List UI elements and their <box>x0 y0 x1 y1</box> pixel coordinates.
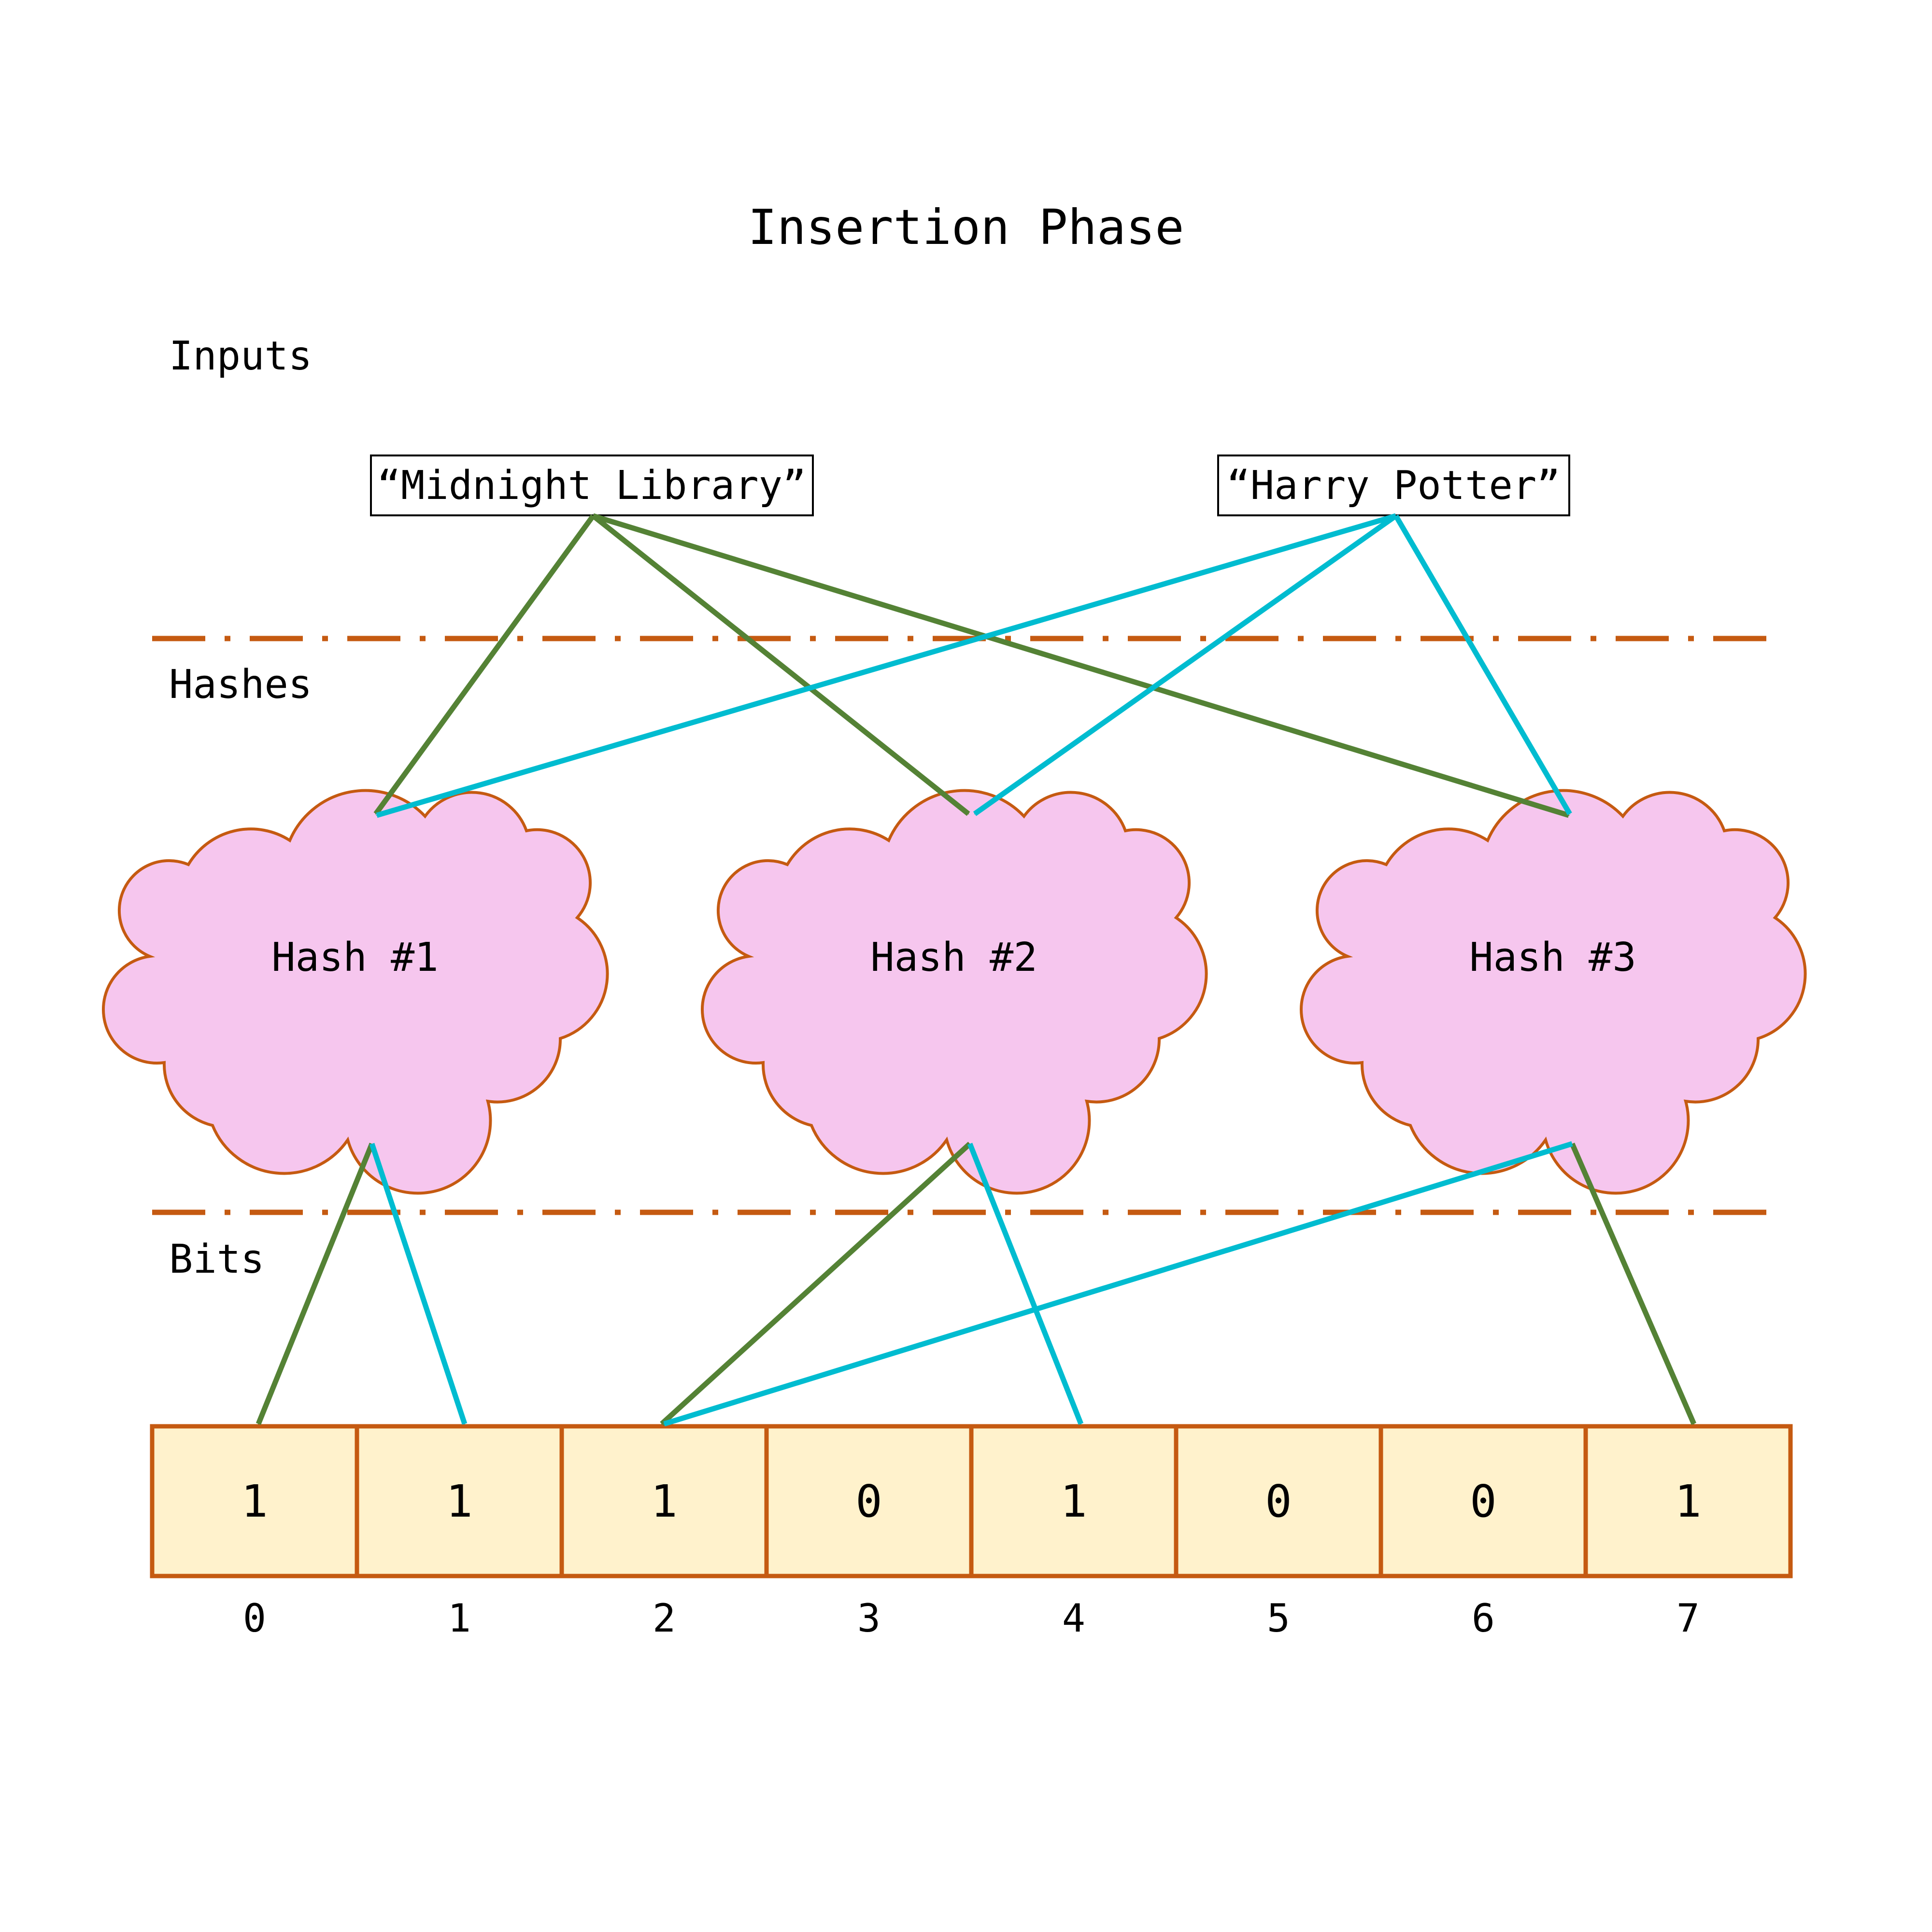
arrow-hash-3-to-bit-2 <box>663 1141 1573 1427</box>
arrow-potter-to-hash-2 <box>973 513 1398 816</box>
arrows-harry-potter <box>369 513 1573 1427</box>
bit-value-5: 0 <box>1265 1476 1292 1527</box>
bit-index-6: 6 <box>1472 1596 1495 1641</box>
arrow-hash-3-to-bit-7 <box>1569 1142 1697 1425</box>
hash-cloud-1: Hash #1 <box>102 789 609 1195</box>
arrow-hash-1-to-bit-0 <box>256 1142 375 1425</box>
hash-cloud-2: Hash #2 <box>701 789 1208 1195</box>
hash-label-2: Hash #2 <box>870 935 1037 980</box>
diagram-title: Insertion Phase <box>748 199 1184 256</box>
bit-value-6: 0 <box>1470 1476 1496 1527</box>
bit-value-4: 1 <box>1060 1476 1087 1527</box>
bit-index-7: 7 <box>1676 1596 1700 1641</box>
section-label-inputs: Inputs <box>169 333 312 379</box>
bit-array: 1 0 1 1 1 2 0 3 1 4 0 5 0 <box>150 1424 1793 1641</box>
bit-cell-1: 1 1 <box>355 1424 564 1641</box>
bit-value-3: 0 <box>855 1476 882 1527</box>
bit-value-0: 1 <box>241 1476 268 1527</box>
arrows-midnight-library <box>256 513 1697 1426</box>
bit-index-0: 0 <box>243 1596 266 1641</box>
arrow-midnight-to-hash-1 <box>373 514 596 816</box>
arrow-hash-1-to-bit-1 <box>369 1143 468 1425</box>
hash-label-3: Hash #3 <box>1469 935 1636 980</box>
bit-cell-4: 1 4 <box>969 1424 1179 1641</box>
section-label-bits: Bits <box>169 1236 264 1282</box>
arrow-potter-to-hash-3 <box>1393 514 1572 815</box>
bit-cell-5: 0 5 <box>1174 1424 1383 1641</box>
arrow-midnight-to-hash-2 <box>591 513 970 816</box>
input-box-harry-potter: “Harry Potter” <box>1217 455 1570 516</box>
bit-index-4: 4 <box>1062 1596 1085 1641</box>
section-label-hashes: Hashes <box>169 662 312 708</box>
bit-value-1: 1 <box>446 1476 472 1527</box>
bit-index-3: 3 <box>857 1596 881 1641</box>
bit-value-7: 1 <box>1675 1476 1701 1527</box>
hash-label-1: Hash #1 <box>271 935 439 980</box>
cloud-shape <box>102 789 609 1195</box>
arrow-hash-2-to-bit-4 <box>967 1142 1084 1425</box>
arrow-potter-to-hash-1 <box>376 513 1397 818</box>
hash-cloud-3: Hash #3 <box>1300 789 1807 1195</box>
bit-index-1: 1 <box>448 1596 471 1641</box>
bit-value-2: 1 <box>651 1476 677 1527</box>
bit-cell-0: 1 0 <box>150 1424 359 1641</box>
cloud-shape <box>1300 789 1807 1195</box>
arrow-hash-2-to-bit-2 <box>660 1141 972 1426</box>
bit-cell-6: 0 6 <box>1378 1424 1588 1641</box>
cloud-shape <box>701 789 1208 1195</box>
arrow-midnight-to-hash-3 <box>592 513 1570 818</box>
bit-index-2: 2 <box>653 1596 676 1641</box>
input-box-midnight-library: “Midnight Library” <box>370 455 814 516</box>
bit-cell-7: 1 7 <box>1583 1424 1793 1641</box>
bit-index-5: 5 <box>1267 1596 1290 1641</box>
bit-cell-2: 1 2 <box>559 1424 769 1641</box>
bit-cell-3: 0 3 <box>764 1424 974 1641</box>
input-label-midnight-library: “Midnight Library” <box>377 463 807 509</box>
input-label-harry-potter: “Harry Potter” <box>1226 463 1560 509</box>
